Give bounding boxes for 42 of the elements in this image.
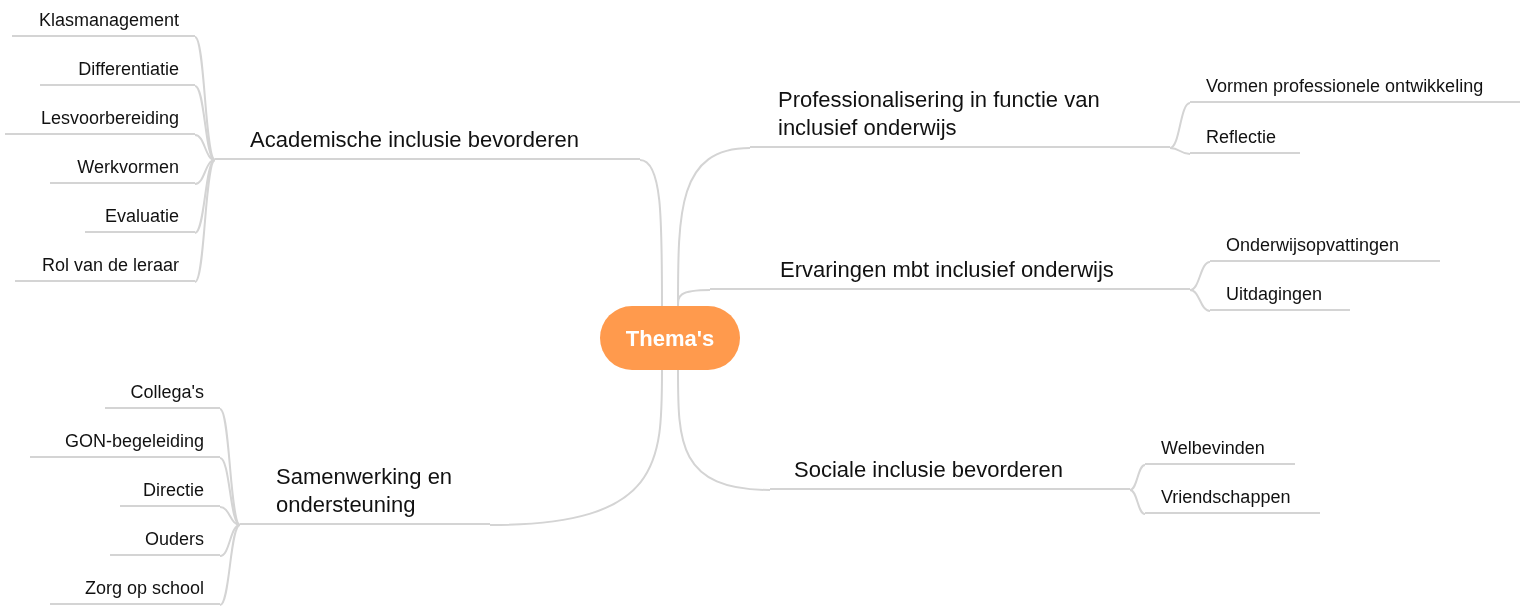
subtopic-label: Lesvoorbereiding	[40, 107, 179, 129]
topic-label: Samenwerking en ondersteuning	[276, 463, 454, 519]
branch-connector	[219, 524, 241, 557]
branch-connector	[1189, 289, 1211, 312]
topic-label: Sociale inclusie bevorderen	[794, 456, 1064, 484]
branch-connector	[194, 134, 216, 161]
branch-connector	[639, 159, 663, 307]
central-topic-label: Thema's	[625, 324, 715, 353]
branch-connector	[677, 369, 771, 491]
subtopic-label: Rol van de leraar	[41, 254, 179, 276]
branch-connector	[1189, 261, 1211, 291]
branch-connector	[194, 159, 216, 185]
branch-connector	[219, 524, 241, 606]
branch-connector	[1129, 489, 1146, 515]
subtopic-label: Uitdagingen	[1226, 283, 1323, 305]
subtopic-label: Reflectie	[1206, 126, 1277, 148]
branch-connector	[219, 506, 241, 526]
branch-connector	[219, 408, 241, 526]
subtopic-label: GON-begeleiding	[64, 430, 204, 452]
subtopic-label: Onderwijsopvattingen	[1226, 234, 1400, 256]
subtopic-label: Ouders	[144, 528, 204, 550]
subtopic-label: Zorg op school	[84, 577, 204, 599]
branch-connector	[489, 369, 663, 526]
subtopic-label: Welbevinden	[1161, 437, 1265, 459]
topic-label: Ervaringen mbt inclusief onderwijs	[780, 256, 1114, 284]
branch-connector	[194, 159, 216, 283]
branch-connector	[1169, 102, 1191, 149]
subtopic-label: Werkvormen	[77, 156, 179, 178]
subtopic-label: Collega's	[130, 381, 204, 403]
branch-connector	[1169, 147, 1191, 155]
subtopic-label: Vriendschappen	[1161, 486, 1291, 508]
topic-label: Academische inclusie bevorderen	[250, 126, 579, 154]
subtopic-label: Evaluatie	[104, 205, 179, 227]
branch-connector	[194, 85, 216, 161]
topic-label: Professionalisering in functie van inclusief onderwijs	[778, 86, 1101, 142]
subtopic-label: Differentiatie	[78, 58, 179, 80]
branch-connector	[1129, 464, 1146, 491]
branch-connector	[219, 457, 241, 526]
branch-connector	[194, 36, 216, 161]
subtopic-label: Directie	[143, 479, 204, 501]
subtopic-label: Klasmanagement	[38, 9, 179, 31]
subtopic-label: Vormen professionele ontwikkeling	[1206, 75, 1484, 97]
